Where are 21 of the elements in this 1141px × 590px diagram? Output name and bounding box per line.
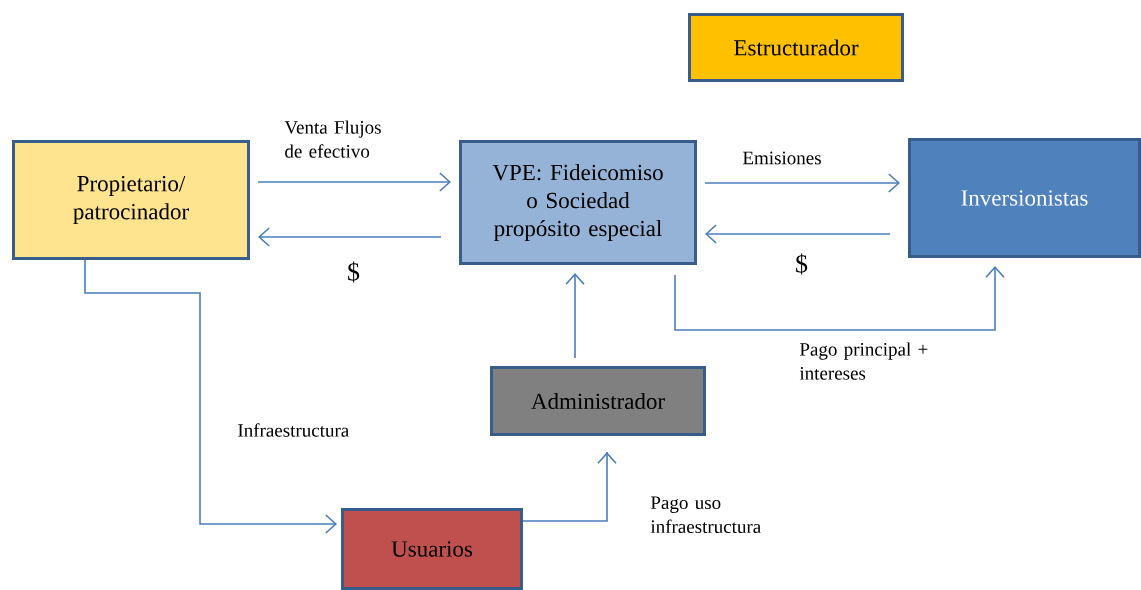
process-box: Inversionistas	[908, 138, 1141, 258]
edge-label: $	[796, 253, 808, 275]
process-box: Propietario/ patrocinador	[12, 140, 250, 260]
arrow	[704, 173, 900, 193]
arrow	[257, 172, 451, 192]
edge-label: Infraestructura	[238, 423, 349, 437]
arrow	[674, 266, 1005, 331]
arrow	[258, 227, 442, 247]
process-box: Administrador	[490, 366, 706, 436]
edge-label: Emisiones	[742, 151, 821, 165]
arrow	[522, 451, 617, 522]
arrow	[565, 273, 585, 359]
arrow	[705, 224, 891, 244]
edge-label: Pago uso infraestructura	[650, 496, 761, 534]
process-box: VPE: Fideicomiso o Sociedad propósito especial	[459, 140, 697, 265]
edge-label: Pago principal + intereses	[799, 342, 928, 380]
arrow	[84, 259, 337, 534]
edge-label: $	[348, 261, 360, 283]
edge-label: Venta Flujos de efectivo	[284, 120, 381, 158]
process-box: Usuarios	[341, 508, 523, 590]
process-box: Estructurador	[688, 13, 904, 82]
